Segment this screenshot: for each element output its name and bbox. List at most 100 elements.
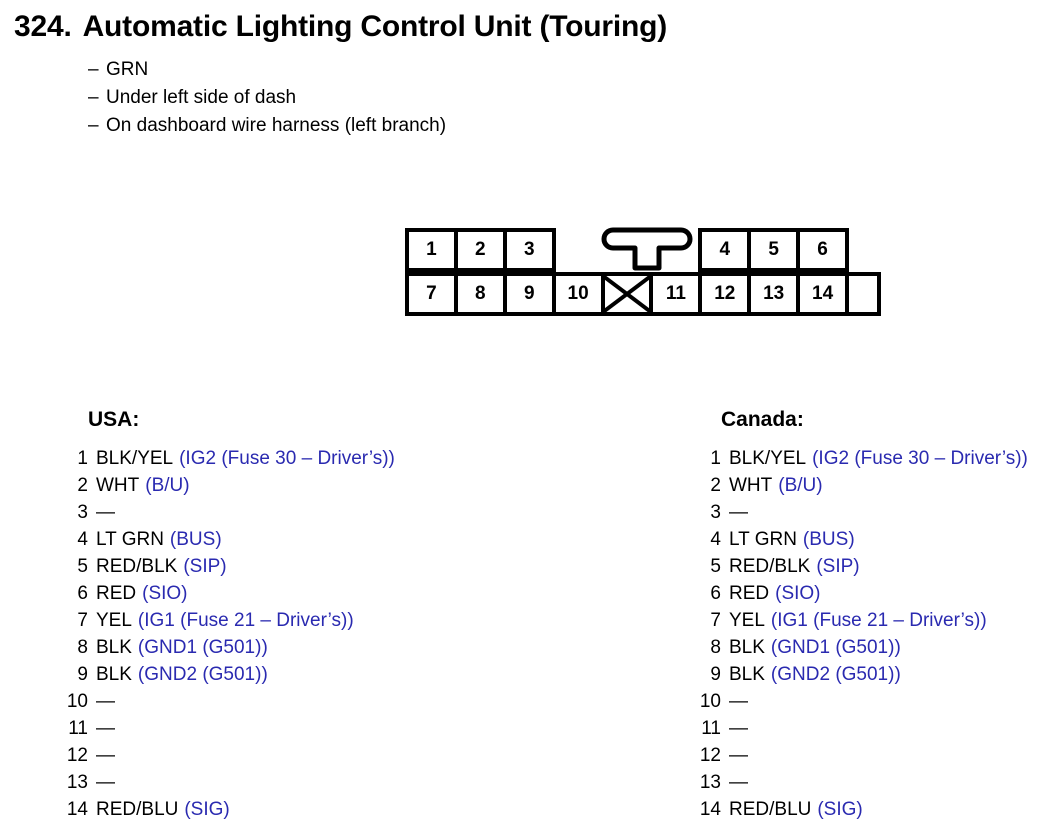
note-dash: – (88, 115, 99, 136)
connector-cavity-5: 5 (747, 228, 801, 272)
pin-circuit-name: (SIO) (775, 583, 821, 604)
pin-number: 3 (710, 502, 721, 523)
pin-number: 5 (77, 556, 88, 577)
pin-row: 8 BLK(GND1 (G501)) (62, 637, 395, 664)
pin-circuit-name: (BUS) (169, 529, 222, 550)
connector-cavity-6: 6 (796, 228, 850, 272)
connector-cavity-2: 2 (453, 228, 507, 272)
connector-cavity-7: 7 (405, 272, 458, 316)
pin-row: 11 — (695, 718, 1028, 745)
connector-cavity-3: 3 (502, 228, 556, 272)
page-title-text: Automatic Lighting Control Unit (Touring… (82, 10, 668, 43)
component-notes-list: –GRN–Under left side of dash–On dashboar… (88, 56, 446, 140)
pin-number: 9 (77, 664, 88, 685)
pin-row: 5 RED/BLK(SIP) (695, 556, 1028, 583)
pin-circuit-name: (IG2 (Fuse 30 – Driver’s)) (179, 448, 395, 469)
pin-wire-color: BLK (96, 637, 132, 658)
pin-wire-color: WHT (729, 475, 773, 496)
pin-row: 3— (695, 502, 1028, 529)
note-dash: – (88, 87, 99, 108)
pin-unused-dash: — (96, 691, 115, 712)
pin-wire-color: RED/BLK (96, 556, 178, 577)
pin-number: 8 (77, 637, 88, 658)
pin-unused-dash: — (729, 718, 748, 739)
pin-row: 11— (62, 718, 395, 745)
connector-cavity-12: 12 (698, 272, 752, 316)
connector-cavity-14: 14 (796, 272, 850, 316)
note-dash: – (88, 59, 99, 80)
pin-unused-dash: — (729, 502, 748, 523)
pin-circuit-name: (SIP) (816, 556, 860, 577)
page-title: 324. Automatic Lighting Control Unit (Tou… (14, 10, 667, 44)
pin-number: 7 (710, 610, 721, 631)
component-note: –GRN (88, 56, 446, 84)
pin-number: 2 (710, 475, 721, 496)
pin-wire-color: RED/BLK (729, 556, 811, 577)
pin-wire-color: LT GRN (729, 529, 797, 550)
pin-number: 9 (710, 664, 721, 685)
pin-unused-dash: — (729, 745, 748, 766)
connector-locking-tab-icon (601, 224, 693, 272)
pin-number: 1 (77, 448, 88, 469)
pin-circuit-name: (B/U) (145, 475, 190, 496)
pin-circuit-name: (SIG) (817, 799, 863, 820)
pin-row: 3— (62, 502, 395, 529)
pin-wire-color: WHT (96, 475, 140, 496)
pin-row: 12— (62, 745, 395, 772)
pin-circuit-name: (B/U) (778, 475, 823, 496)
pin-wire-color: YEL (96, 610, 132, 631)
pin-number: 13 (699, 772, 721, 793)
pin-number: 10 (699, 691, 721, 712)
pin-wire-color: LT GRN (96, 529, 164, 550)
pin-circuit-name: (IG2 (Fuse 30 – Driver’s)) (812, 448, 1028, 469)
pin-circuit-name: (SIO) (142, 583, 188, 604)
pin-row: 10 — (695, 691, 1028, 718)
connector-cavity-4: 4 (698, 228, 752, 272)
component-note: –On dashboard wire harness (left branch) (88, 112, 446, 140)
pin-number: 6 (710, 583, 721, 604)
pin-number: 14 (66, 799, 88, 820)
pin-circuit-name: (GND1 (G501)) (137, 637, 268, 658)
pin-unused-dash: — (729, 691, 748, 712)
pin-list-canada-heading: Canada: (721, 408, 804, 431)
connector-cavity-9: 9 (502, 272, 556, 316)
pin-unused-dash: — (96, 772, 115, 793)
pin-number: 7 (77, 610, 88, 631)
pin-number: 11 (68, 718, 88, 739)
pin-number: 10 (66, 691, 88, 712)
pin-row: 13— (695, 772, 1028, 799)
pin-number: 11 (701, 718, 721, 739)
pin-number: 13 (66, 772, 88, 793)
pin-circuit-name: (SIP) (183, 556, 227, 577)
pin-row: 5 RED/BLK(SIP) (62, 556, 395, 583)
note-text: Under left side of dash (106, 87, 297, 108)
connector-cavity-8: 8 (453, 272, 507, 316)
pin-number: 4 (77, 529, 88, 550)
pin-number: 1 (710, 448, 721, 469)
pin-number: 5 (710, 556, 721, 577)
note-text: On dashboard wire harness (left branch) (106, 115, 447, 136)
pin-number: 12 (699, 745, 721, 766)
pin-unused-dash: — (96, 745, 115, 766)
page-title-number: 324. (14, 10, 72, 43)
pin-wire-color: BLK (729, 637, 765, 658)
pin-list-usa-heading: USA: (88, 408, 140, 431)
pin-unused-dash: — (96, 502, 115, 523)
